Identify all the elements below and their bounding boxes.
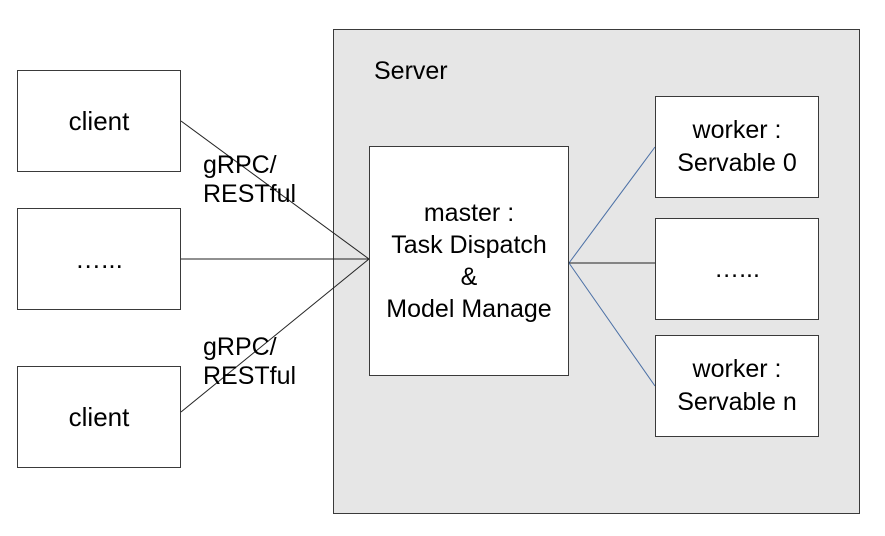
- master-line-3: &: [460, 263, 478, 291]
- master-line-4: Model Manage: [386, 295, 552, 323]
- master-line-1: master :: [423, 199, 515, 227]
- worker-ellipsis-label: …...: [714, 254, 760, 283]
- protocol-2-line-2: RESTful: [203, 362, 297, 390]
- client-box-1: client: [17, 70, 181, 172]
- worker-0-line-1: worker :: [692, 116, 782, 144]
- protocol-label-2: gRPC/ RESTful: [203, 333, 296, 391]
- worker-box-ellipsis: …...: [655, 218, 819, 320]
- worker-0-line-2: Servable 0: [677, 149, 797, 177]
- worker-n-line-2: Servable n: [677, 388, 797, 416]
- protocol-label-1: gRPC/ RESTful: [203, 151, 296, 209]
- client-box-2: …...: [17, 208, 181, 310]
- master-box: master : Task Dispatch & Model Manage: [369, 146, 569, 376]
- protocol-2-line-1: gRPC/: [203, 333, 277, 361]
- protocol-1-line-1: gRPC/: [203, 151, 277, 179]
- worker-box-n: worker : Servable n: [655, 335, 819, 437]
- client-3-label: client: [68, 402, 130, 432]
- client-1-label: client: [68, 106, 130, 136]
- protocol-1-line-2: RESTful: [203, 180, 297, 208]
- server-label: Server: [374, 57, 448, 85]
- worker-box-0: worker : Servable 0: [655, 96, 819, 198]
- client-box-3: client: [17, 366, 181, 468]
- client-2-label: …...: [75, 244, 123, 274]
- worker-n-line-1: worker :: [692, 355, 782, 383]
- master-line-2: Task Dispatch: [391, 231, 547, 259]
